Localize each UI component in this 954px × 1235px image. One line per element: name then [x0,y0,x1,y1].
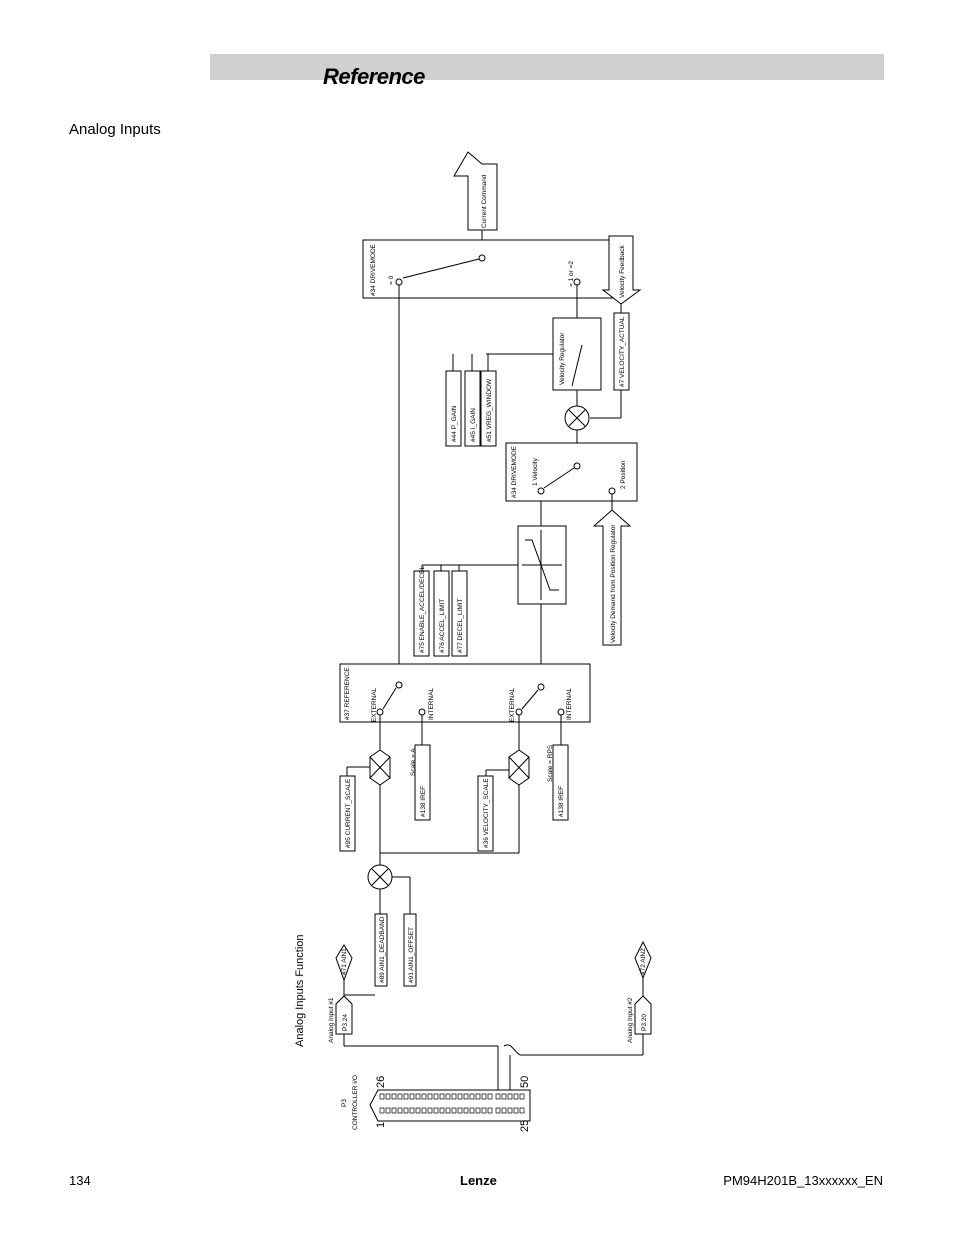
scale-a-label: Scale = A [410,748,417,776]
ain1-offset-label: #91 AIN1_OFFSET [408,927,415,983]
drivemode-velocity-label: 1 Velocity [532,457,539,486]
velocity-actual-label: #7 VELOCITY_ACTUAL [619,316,626,387]
analog-input-1-label: Analog Input #1 [328,997,335,1043]
drivemode-mid-box [505,442,638,502]
iref-2-label: #138 IREF [558,786,565,817]
current-scale-label: #95 CURRENT_SCALE [345,778,352,848]
drivemode-top-title: #34 DRIVEMODE [370,243,377,296]
reference-external-2: EXTERNAL [509,687,516,722]
pin-50-label: 50 [519,1076,531,1088]
connector-p3-label: P3 [341,1099,348,1107]
current-command-label: Current Command [481,174,488,228]
velocity-scale-label: #36 VELOCITY_SCALE [483,778,490,848]
diagram-caption: Analog Inputs Function [294,934,306,1047]
header-bar [210,54,884,80]
current-command-arrow [453,151,498,231]
ain1-label: #71 AIN1 [341,948,348,975]
connector-name-label: CONTROLLER I/O [352,1075,359,1130]
velocity-regulator-label: Velocity Regulator [559,332,566,385]
velocity-demand-label: Velocity Demand from Position Regulator [610,524,617,643]
pin-p3-24-label: P3.24 [342,1014,349,1031]
ain2-label: #72 AIN2 [640,948,647,975]
reference-title: #37 REFERENCE [344,667,351,720]
drivemode-top-box [362,239,630,299]
reference-internal-2: INTERNAL [566,687,573,720]
pin-1-label: 1 [375,1122,387,1128]
drivemode-mid-title: #34 DRIVEMODE [511,445,518,498]
drivemode-position-label: 2 Position [620,460,627,489]
reference-internal-1: INTERNAL [428,687,435,720]
pin-p3-20-label: P3.20 [641,1014,648,1031]
param-i-gain: #45 I_GAIN [470,408,477,442]
section-heading: Analog Inputs [69,121,161,138]
connector-pins [379,1093,525,1114]
velocity-feedback-arrow [601,235,642,305]
pin-26-label: 26 [375,1076,387,1088]
drivemode-pos-zero: = 0 [388,275,395,285]
analog-input-2-label: Analog Input #2 [627,997,634,1043]
page-title: Reference [323,64,425,89]
footer-page-number: 134 [69,1173,91,1188]
scale-rps-label: Scale = RPS [547,744,554,782]
param-p-gain: #44 P_GAIN [451,405,458,442]
reference-external-1: EXTERNAL [371,687,378,722]
footer-document-id: PM94H201B_13xxxxxx_EN [723,1173,883,1188]
iref-1-label: #138 IREF [420,786,427,817]
ain1-deadband-label: #89 AIN1_DEADBAND [379,916,386,983]
velocity-feedback-label: Velocity Feedback [619,244,626,298]
drivemode-pos-one-two: = 1 or =2 [568,261,575,287]
param-decel-limit: #77 DECEL_LIMIT [457,598,464,653]
footer-brand-logo: Lenze [460,1173,497,1188]
param-enable-accel-decel: #75 ENABLE_ACCEL/DECEL [419,566,426,653]
param-vreg-window: #51 VREG_WINDOW [486,378,493,442]
param-accel-limit: #76 ACCEL_LIMIT [439,599,446,653]
pin-25-label: 25 [519,1120,531,1132]
velocity-demand-arrow [592,509,632,646]
